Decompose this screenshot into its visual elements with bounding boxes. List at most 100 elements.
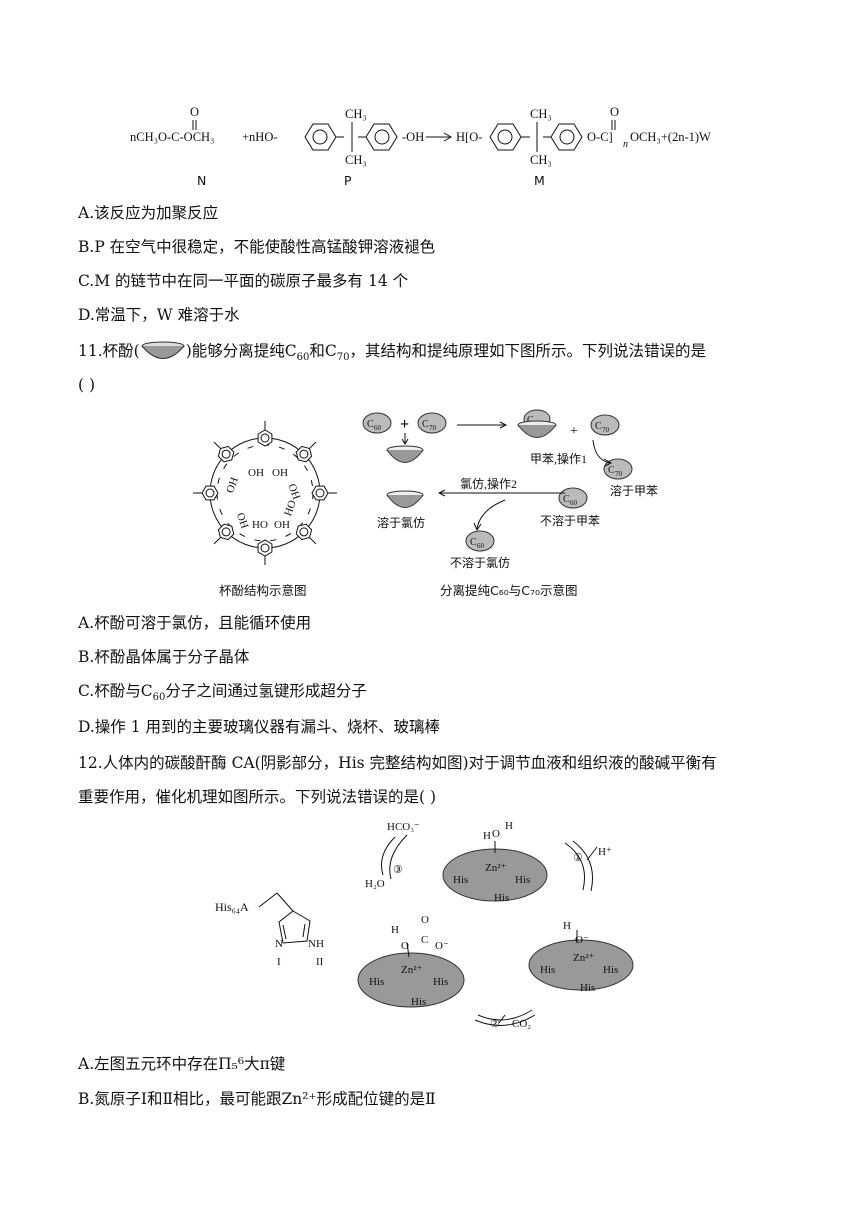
svg-text:O⁻: O⁻ [435, 940, 449, 952]
q11-stem-a: 11.杯酚( [78, 342, 140, 360]
c60-label-4-sub: 60 [477, 542, 485, 550]
calixarene-ring-inner [221, 527, 231, 537]
c70-symbol: C [324, 342, 337, 360]
benzene-ring-m2 [550, 123, 583, 151]
ch3-bottom-m: CH₃ [530, 153, 552, 167]
q12-b-pre: B.氮原子Ⅰ和Ⅱ相比，最可能跟 [78, 1090, 282, 1108]
calixarene-ring-inner [299, 449, 309, 459]
q12-a-pi: Π₅⁶ [218, 1055, 245, 1073]
c70-sub: 70 [336, 352, 350, 364]
his-label-3b: His [603, 964, 618, 976]
q11-stem: 11.杯酚()能够分离提纯C60和C70，其结构和提纯原理如下图所示。下列说法错… [78, 340, 706, 369]
svg-text:H: H [505, 820, 513, 832]
his-label-1c: His [494, 892, 509, 904]
label-dissolve-chloroform: 溶于氯仿 [377, 515, 425, 530]
label-n: N [197, 173, 206, 188]
reaction-scheme: nCH₃O-C-OCH₃ O +nHO- CH₃ CH₃ -OH H[O- CH… [130, 105, 711, 188]
q12-a-post: 大π键 [244, 1055, 286, 1073]
step-3-label: ③ [393, 864, 403, 876]
step-2-label: ② [490, 1018, 500, 1030]
c70-label-1: C [422, 419, 429, 430]
c60-label-3-sub: 60 [570, 499, 578, 507]
nitrogen-ii-label: II [316, 956, 324, 968]
his-label-3a: His [540, 964, 555, 976]
c60-label-1-sub: 60 [374, 424, 382, 432]
svg-text:O⁻: O⁻ [575, 934, 589, 946]
his-label-1a: His [453, 874, 468, 886]
bowl-icon [141, 341, 185, 359]
his-label-2c: His [411, 996, 426, 1008]
p-oh: -OH [402, 130, 424, 144]
svg-text:OH: OH [272, 467, 288, 479]
q11-option-b: B.杯酚晶体属于分子晶体 [78, 648, 250, 666]
c70-label-2: C [595, 421, 602, 432]
svg-text:OH: OH [248, 467, 264, 479]
calixarene-ring-inner [315, 488, 325, 498]
q12-a-pre: A.左图五元环中存在 [78, 1055, 219, 1073]
zn-label-1: Zn²⁺ [485, 862, 507, 874]
svg-text:OH: OH [274, 519, 290, 531]
q11-c-c60-sub: 60 [152, 692, 166, 704]
q11-stem-c: ，其结构和提纯原理如下图所示。下列说法错误的是 [349, 342, 707, 360]
tert-butyl-bond [309, 537, 317, 545]
label-m: M [534, 173, 545, 188]
q12-stem-line2: 重要作用，催化机理如图所示。下列说法错误的是( ) [78, 788, 437, 806]
label-chloroform-op2: 氯仿,操作2 [460, 476, 517, 491]
q11-option-d: D.操作 1 用到的主要玻璃仪器有漏斗、烧杯、玻璃棒 [78, 718, 441, 736]
q10-option-c: C.M 的链节中在同一平面的碳原子最多有 14 个 [78, 272, 409, 290]
svg-text:OH: OH [224, 476, 241, 495]
svg-text:NH: NH [308, 938, 324, 950]
plus-sign-1: + [400, 416, 409, 433]
ch3-bottom-p: CH₃ [345, 153, 367, 167]
his-label-1b: His [515, 874, 530, 886]
c70-label-2-sub: 70 [602, 426, 610, 434]
ch3-top-m: CH₃ [530, 107, 552, 121]
label-not-dissolve-chloroform: 不溶于氯仿 [450, 555, 510, 570]
q12-b-post: 形成配位键的是Ⅱ [316, 1090, 436, 1108]
zn-label-2: Zn²⁺ [401, 964, 423, 976]
svg-text:O: O [421, 914, 429, 926]
c60-sub: 60 [296, 352, 310, 364]
reagent-n-formula: nCH₃O-C-OCH₃ [130, 130, 214, 144]
zn-label-3: Zn²⁺ [573, 952, 595, 964]
c60-label-2: C [527, 415, 534, 426]
q11-c-c60: C [140, 682, 153, 700]
c60-symbol: C [284, 342, 297, 360]
svg-text:H: H [563, 920, 571, 932]
tert-butyl-bond [213, 441, 221, 449]
co2-label: CO₂ [512, 1018, 531, 1030]
q12-b-zn: Zn²⁺ [281, 1090, 317, 1108]
hco3-label: HCO₃⁻ [387, 821, 420, 833]
c60-label-1: C [367, 419, 374, 430]
q10-option-b: B.P 在空气中很稳定，不能使酸性高锰酸钾溶液褪色 [78, 238, 436, 256]
c60-label-3: C [563, 494, 570, 505]
benzene-ring-p1 [304, 123, 337, 151]
calixarene-ring-inner [260, 543, 270, 553]
q11-and: 和 [309, 342, 325, 360]
svg-text:H: H [391, 924, 399, 936]
his-label-3c: His [580, 982, 595, 994]
h2o-label: H₂O [365, 878, 385, 890]
q12-stem-line1: 12.人体内的碳酸酐酶 CA(阴影部分，His 完整结构如图)对于调节血液和组织… [78, 754, 717, 772]
benzene-ring-p2 [365, 123, 398, 151]
q11-paren: ( ) [78, 376, 96, 394]
svg-text:H: H [483, 830, 491, 842]
histidine-structure: His₆₄A N NH I II [215, 892, 324, 968]
tert-butyl-bond [309, 441, 317, 449]
svg-text:O: O [492, 828, 500, 840]
benzene-ring-m1 [489, 123, 522, 151]
m-h-start: H[O- [456, 130, 482, 144]
svg-text:HO: HO [282, 499, 299, 518]
m-repeat-close: O-C] [587, 130, 613, 144]
ch3-top-p: CH₃ [345, 107, 367, 121]
separation-diagram: C60 C70 C60 C70 C70 C60 C60 + + 甲苯,操作1 溶… [362, 409, 658, 570]
calixarene-ring-inner [221, 449, 231, 459]
nitrogen-i-label: I [277, 956, 281, 968]
step-1-label: ① [573, 852, 583, 864]
his64-label: His₆₄A [215, 900, 249, 914]
svg-text:C: C [421, 934, 428, 946]
label-p: P [344, 173, 352, 188]
q11-c-pre: C.杯酚与 [78, 682, 141, 700]
